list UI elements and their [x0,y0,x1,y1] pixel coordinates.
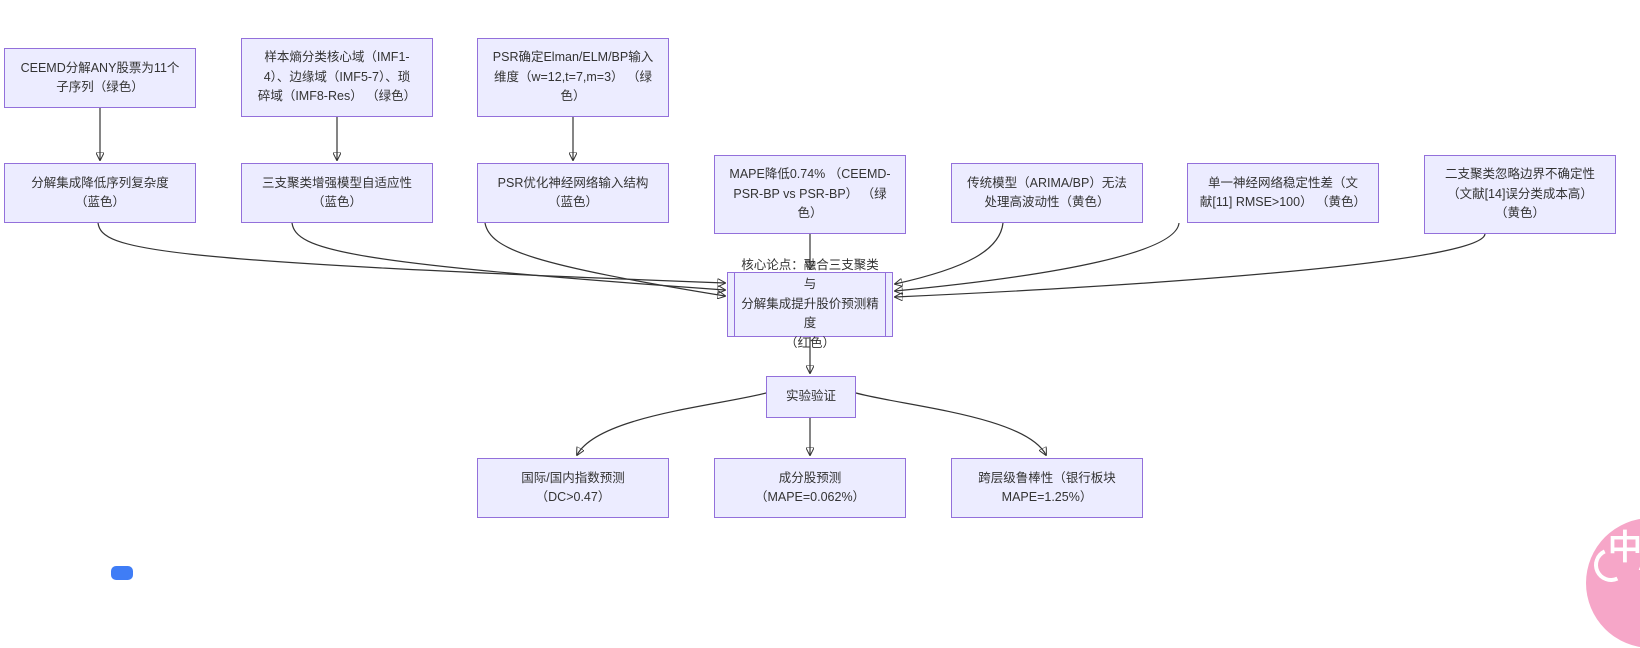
node-label: PSR确定Elman/ELM/BP输入 维度（w=12,t=7,m=3） （绿 … [492,50,654,104]
node-label: 成分股预测 （MAPE=0.062%） [754,470,866,505]
node-label: 分解集成降低序列复杂度 （蓝色） [31,175,169,210]
node-index-forecast: 国际/国内指数预测 （DC>0.47） [477,458,669,518]
edge-threeway-core [291,222,725,290]
edge-twoway-core [895,233,1486,297]
node-psr-optimization: PSR优化神经网络输入结构 （蓝色） [477,163,669,223]
node-constituent-forecast: 成分股预测 （MAPE=0.062%） [714,458,906,518]
translate-badge[interactable]: 中 A [1586,518,1640,648]
node-single-nn-instability: 单一神经网络稳定性差（文 献[11] RMSE>100） （黄色） [1187,163,1379,223]
node-label: 跨层级鲁棒性（银行板块 MAPE=1.25%） [978,470,1116,505]
flowchart-canvas: CEEMD分解ANY股票为11个 子序列（绿色） 样本熵分类核心域（IMF1- … [4,38,1640,648]
edge-singlenn-core [895,222,1180,291]
edge-experiment-robustness [855,392,1046,455]
node-label: PSR优化神经网络输入结构 （蓝色） [497,175,649,210]
node-decomposition-integration: 分解集成降低序列复杂度 （蓝色） [4,163,196,223]
node-label: 样本熵分类核心域（IMF1- 4）、边缘域（IMF5-7）、琐 碎域（IMF8-… [257,50,417,104]
node-sample-entropy: 样本熵分类核心域（IMF1- 4）、边缘域（IMF5-7）、琐 碎域（IMF8-… [241,38,433,117]
edge-traditional-core [895,222,1004,284]
node-ceemd-decompose: CEEMD分解ANY股票为11个 子序列（绿色） [4,48,196,108]
node-label: 传统模型（ARIMA/BP）无法 处理高波动性（黄色） [967,175,1127,210]
translate-en-icon: A [1638,544,1640,578]
partial-blue-element[interactable] [111,566,133,580]
node-label: MAPE降低0.74% （CEEMD- PSR-BP vs PSR-BP） （绿… [729,167,891,221]
node-core-thesis: 核心论点：融合三支聚类与 分解集成提升股价预测精度 （红色） [727,258,893,350]
node-label: 三支聚类增强模型自适应性 （蓝色） [261,175,412,210]
translate-zh-icon: 中 [1608,529,1640,567]
node-label: CEEMD分解ANY股票为11个 子序列（绿色） [20,60,180,95]
edge-experiment-index [577,392,767,455]
edge-psropt-core [484,222,725,296]
node-psr-dimension: PSR确定Elman/ELM/BP输入 维度（w=12,t=7,m=3） （绿 … [477,38,669,117]
node-robustness: 跨层级鲁棒性（银行板块 MAPE=1.25%） [951,458,1143,518]
node-label: 实验验证 [785,389,836,404]
node-three-way-clustering: 三支聚类增强模型自适应性 （蓝色） [241,163,433,223]
node-experiment-validation: 实验验证 [766,376,856,418]
edge-decomp-core [97,222,725,283]
node-mape-drop: MAPE降低0.74% （CEEMD- PSR-BP vs PSR-BP） （绿… [714,155,906,234]
node-label: 二支聚类忽略边界不确定性 （文献[14]误分类成本高） （黄色） [1444,167,1595,221]
node-two-way-clustering: 二支聚类忽略边界不确定性 （文献[14]误分类成本高） （黄色） [1424,155,1616,234]
node-traditional-models: 传统模型（ARIMA/BP）无法 处理高波动性（黄色） [951,163,1143,223]
node-label: 国际/国内指数预测 （DC>0.47） [521,470,625,505]
node-label: 核心论点：融合三支聚类与 分解集成提升股价预测精度 （红色） [741,257,879,350]
node-label: 单一神经网络稳定性差（文 献[11] RMSE>100） （黄色） [1199,175,1367,210]
